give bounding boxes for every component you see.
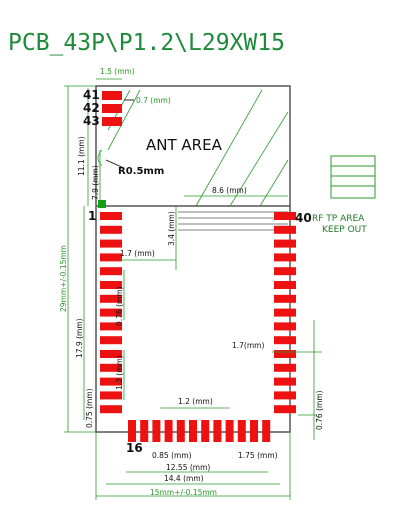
pad-left-11 <box>100 350 122 358</box>
rf-tp-legend-box <box>330 155 376 199</box>
dim-total-length: 29mm+/-0.15mm <box>59 245 68 312</box>
rf-tp-area-label: RF TP AREA <box>312 214 365 224</box>
pad-left-3 <box>100 239 122 248</box>
pad-bottom-2 <box>140 420 149 442</box>
pad-left-5 <box>100 267 122 276</box>
pad-right-8 <box>274 308 296 317</box>
dim-left-1-2: 1.2 (mm) <box>115 355 124 390</box>
dim-left-0-75: 0.75 (mm) <box>85 388 94 428</box>
diagram-title: PCB_43P\P1.2\L29XW15 <box>8 30 285 56</box>
dim-left-17-9: 17.9 (mm) <box>75 318 84 358</box>
leader-lines <box>105 99 134 169</box>
pad-bottom-6 <box>189 420 197 442</box>
pad-left-2 <box>100 225 122 234</box>
right-pad-column <box>274 212 296 414</box>
dim-total-width: 15mm+/-0.15mm <box>150 488 217 497</box>
pad-left-1 <box>100 212 122 220</box>
pin-1-label: 1 <box>88 209 96 223</box>
dim-right-1-7: 1.7(mm) <box>232 341 264 350</box>
pad-left-12 <box>100 363 122 372</box>
pad-right-3 <box>274 239 296 248</box>
pad-right-9 <box>274 322 296 331</box>
pin-40-label: 40 <box>295 211 312 225</box>
dim-top-pad-length: 0.7 (mm) <box>136 96 171 105</box>
dim-3-4: 3.4 (mm) <box>167 211 176 246</box>
radius-label: R0.5mm <box>118 166 164 177</box>
pad-left-4 <box>100 253 122 262</box>
pad-right-2 <box>274 225 296 234</box>
pad-right-6 <box>274 281 296 289</box>
pad-right-7 <box>274 294 296 303</box>
pad-bottom-8 <box>213 420 222 442</box>
pin-42-label: 42 <box>83 101 100 115</box>
pad-left-13 <box>100 377 122 386</box>
pad-bottom-4 <box>164 420 173 442</box>
dim-left-0-76: 0.76 (mm) <box>115 286 124 326</box>
dim-7-9: 7.9 (mm) <box>91 165 100 200</box>
pad-bottom-9 <box>225 420 234 442</box>
pad-bottom-7 <box>201 420 210 442</box>
pad-bottom-10 <box>237 420 246 442</box>
top-pad-group <box>102 91 122 126</box>
pin1-marker <box>98 200 106 208</box>
pad-right-5 <box>274 267 296 276</box>
pin-41-label: 41 <box>83 88 100 102</box>
bottom-pad-row <box>128 420 271 442</box>
pin-43-label: 43 <box>83 114 100 128</box>
pad-42 <box>102 104 122 113</box>
dim-bottom-12-55: 12.55 (mm) <box>166 463 210 472</box>
pad-43 <box>102 117 122 126</box>
pad-left-14 <box>100 391 122 400</box>
dim-left-1-7: 1.7 (mm) <box>120 249 155 258</box>
dim-bottom-1-2: 1.2 (mm) <box>178 397 213 406</box>
pad-left-15 <box>100 405 122 414</box>
keep-out-label: KEEP OUT <box>322 225 367 235</box>
pad-bottom-5 <box>176 420 185 442</box>
dim-antenna-width: 8.6 (mm) <box>212 186 247 195</box>
dim-bottom-14-4: 14.4 (mm) <box>164 474 204 483</box>
pad-right-15 <box>274 405 296 414</box>
dim-bottom-1-75: 1.75 (mm) <box>238 451 278 460</box>
pad-right-14 <box>274 391 296 400</box>
ant-area-label: ANT AREA <box>146 136 223 154</box>
pad-right-4 <box>274 253 296 262</box>
dim-antenna-height: 11.1 (mm) <box>77 136 86 176</box>
pad-left-9 <box>100 322 122 331</box>
pad-right-1 <box>274 212 296 220</box>
keepout-stripes <box>178 211 288 231</box>
pad-right-13 <box>274 377 296 386</box>
pin-16-label: 16 <box>126 441 143 455</box>
pad-bottom-3 <box>152 420 161 442</box>
pad-right-10 <box>274 336 296 345</box>
pad-right-11 <box>274 350 296 358</box>
pad-left-8 <box>100 308 122 317</box>
pad-right-12 <box>274 363 296 372</box>
pad-bottom-12 <box>262 420 271 442</box>
dim-top-pad-width: 1.5 (mm) <box>100 67 135 76</box>
pad-left-6 <box>100 281 122 289</box>
dim-bottom-0-85: 0.85 (mm) <box>152 451 192 460</box>
pad-bottom-1 <box>128 420 136 442</box>
pad-left-7 <box>100 294 122 303</box>
dimension-lines <box>64 78 322 500</box>
pad-41 <box>102 91 122 100</box>
pad-bottom-11 <box>250 420 258 442</box>
pad-left-10 <box>100 336 122 345</box>
left-pad-column <box>100 212 122 414</box>
dim-right-0-76: 0.76 (mm) <box>315 390 324 430</box>
